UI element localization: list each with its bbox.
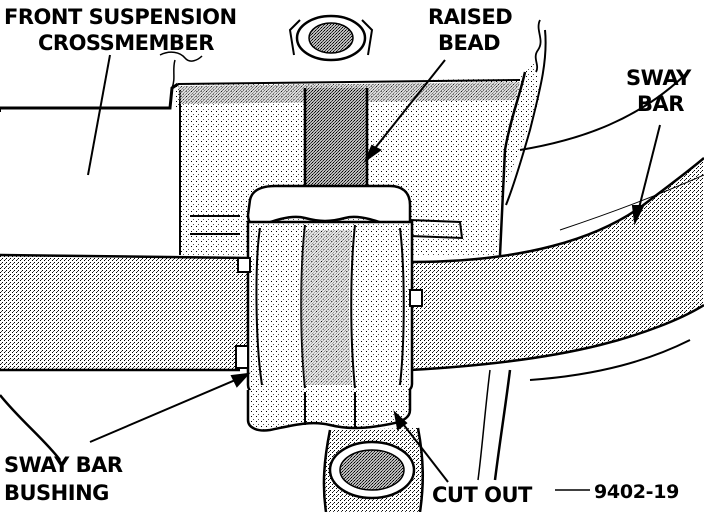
label-front-suspension-line1: FRONT SUSPENSION <box>4 5 237 29</box>
sway-bar-leader <box>637 124 661 213</box>
label-bushing-line2: BUSHING <box>4 481 109 505</box>
crossmember-leader <box>87 54 111 176</box>
crossmember-edge-detail <box>534 19 542 73</box>
raised-bead-leader <box>371 59 446 153</box>
label-raised-bead-line2: BEAD <box>438 31 500 55</box>
labels: FRONT SUSPENSION CROSSMEMBER RAISED BEAD… <box>4 5 693 507</box>
label-front-suspension-line2: CROSSMEMBER <box>38 31 214 55</box>
bushing-leader <box>89 377 241 443</box>
label-raised-bead-line1: RAISED <box>428 5 512 29</box>
sway-bar-bushing <box>235 184 423 432</box>
label-cut-out: CUT OUT <box>432 483 533 507</box>
label-figure-number: 9402-19 <box>594 481 679 503</box>
raised-bead-bracket <box>303 88 369 198</box>
cut-out-leader <box>399 419 449 483</box>
cut-out-tube <box>322 427 425 512</box>
label-bushing-line1: SWAY BAR <box>4 453 123 477</box>
leader-lines <box>87 51 661 491</box>
label-sway-bar-line2: BAR <box>637 92 684 116</box>
label-sway-bar-line1: SWAY <box>626 66 692 90</box>
